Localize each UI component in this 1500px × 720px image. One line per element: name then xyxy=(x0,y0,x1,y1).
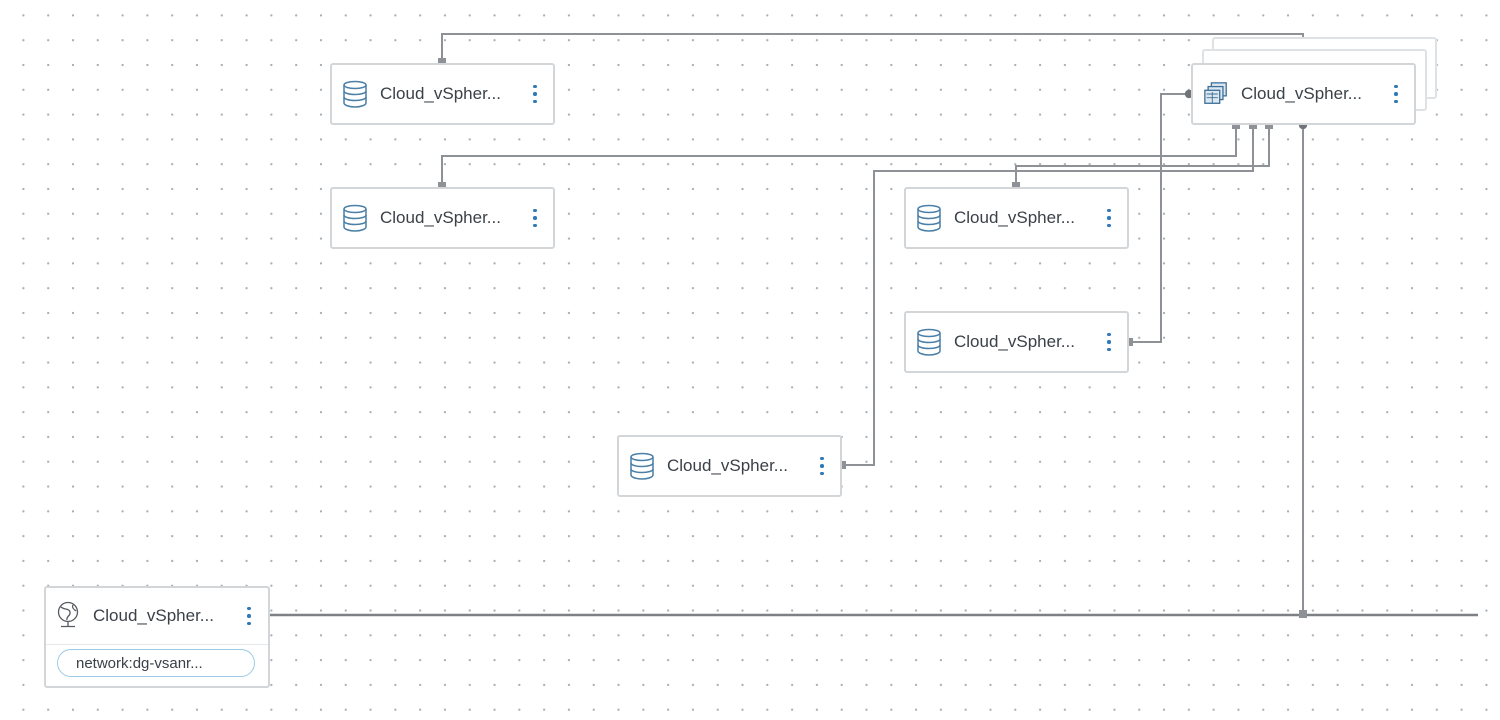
machine-node[interactable]: Cloud_vSpher... xyxy=(1191,63,1416,125)
node-label: Cloud_vSpher... xyxy=(667,456,788,475)
storage-node[interactable]: Cloud_vSpher... xyxy=(330,187,555,249)
wire-machine-storage-5 xyxy=(842,125,1254,466)
storage-node[interactable]: Cloud_vSpher... xyxy=(330,63,555,125)
node-divider xyxy=(46,644,268,645)
node-label: Cloud_vSpher... xyxy=(1241,84,1362,103)
node-label: Cloud_vSpher... xyxy=(380,208,501,227)
database-icon xyxy=(342,203,368,233)
node-menu-button[interactable] xyxy=(1386,79,1406,109)
network-globe-icon xyxy=(55,601,81,631)
wire-machine-storage-3 xyxy=(1015,125,1270,186)
node-menu-button[interactable] xyxy=(525,203,545,233)
database-icon xyxy=(342,79,368,109)
node-label: Cloud_vSpher... xyxy=(93,606,214,625)
node-menu-button[interactable] xyxy=(812,451,832,481)
database-icon xyxy=(916,327,942,357)
storage-node[interactable]: Cloud_vSpher... xyxy=(904,311,1129,373)
node-menu-button[interactable] xyxy=(1099,203,1119,233)
node-menu-button[interactable] xyxy=(525,79,545,109)
network-tag[interactable]: network:dg-vsanr... xyxy=(57,649,255,677)
vm-cluster-icon xyxy=(1203,79,1229,109)
storage-node[interactable]: Cloud_vSpher... xyxy=(617,435,842,497)
node-menu-button[interactable] xyxy=(1099,327,1119,357)
network-node[interactable]: Cloud_vSpher... network:dg-vsanr... xyxy=(44,586,270,688)
wire-machine-storage-2 xyxy=(441,125,1237,186)
node-label: Cloud_vSpher... xyxy=(954,208,1075,227)
node-label: Cloud_vSpher... xyxy=(380,84,501,103)
node-label: Cloud_vSpher... xyxy=(954,332,1075,351)
database-icon xyxy=(629,451,655,481)
database-icon xyxy=(916,203,942,233)
storage-node[interactable]: Cloud_vSpher... xyxy=(904,187,1129,249)
wire-machine-storage-4 xyxy=(1129,93,1189,343)
node-menu-button[interactable] xyxy=(239,601,259,631)
wire-machine-storage-1 xyxy=(441,33,1304,62)
